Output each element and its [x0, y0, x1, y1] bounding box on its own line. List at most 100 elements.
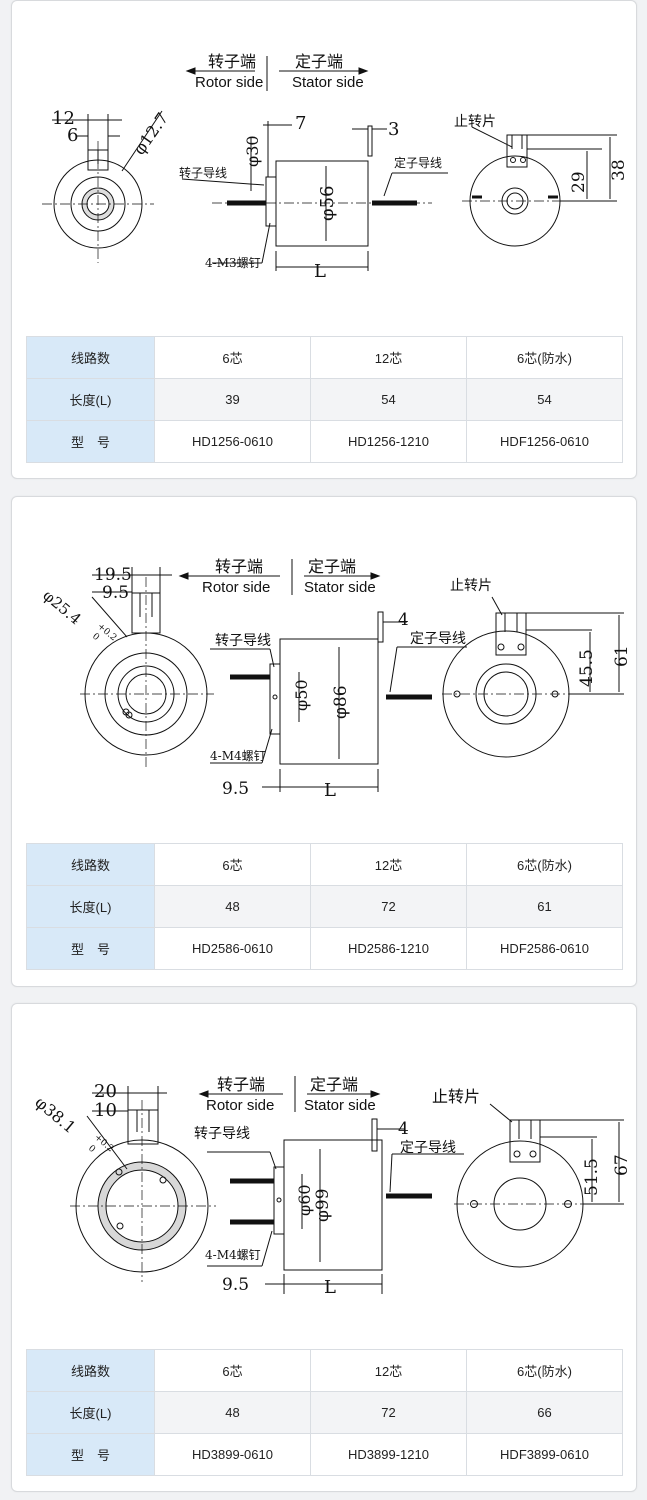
dim-tab-center: 29 — [569, 171, 589, 193]
table-cell: 6芯(防水) — [466, 336, 623, 379]
dim-slot-inner: 10 — [94, 1100, 117, 1121]
stator-side-en: Stator side — [304, 579, 376, 596]
rotor-lead-label: 转子导线 — [194, 1125, 250, 1141]
rotor-side-en: Rotor side — [206, 1097, 274, 1114]
dim-slot-inner: 6 — [67, 125, 78, 146]
product-card-2: 转子端 Rotor side 定子端 Stator side 19.5 9.5 … — [11, 496, 637, 987]
dim-tab-top: 61 — [612, 645, 632, 667]
spec-table-1: 线路数 6芯 12芯 6芯(防水) 长度(L) 39 54 54 型 号 HD1… — [26, 336, 623, 463]
dim-tab-center: 51.5 — [582, 1158, 602, 1196]
dim-body: φ56 — [317, 185, 338, 221]
dim-flange: φ30 — [243, 135, 262, 167]
table-cell: 6芯 — [154, 336, 311, 379]
table-cell: HD3899-0610 — [154, 1433, 311, 1476]
table-cell: HD1256-1210 — [310, 420, 467, 463]
dim-flange-offset: 9.5 — [222, 779, 249, 799]
dim-bore: φ25.4 — [39, 586, 84, 628]
dim-slot-outer: 20 — [94, 1081, 117, 1102]
stator-side-cn: 定子端 — [308, 558, 356, 576]
dim-flange-offset: 9.5 — [222, 1275, 249, 1295]
table-cell: 54 — [310, 378, 467, 421]
dim-bore-tol-upper: +0.2 — [92, 1133, 115, 1155]
rotor-side-cn: 转子端 — [215, 558, 263, 576]
stop-tab-label: 止转片 — [454, 113, 496, 129]
row-header-channels: 线路数 — [26, 336, 155, 379]
rotor-lead-label: 转子导线 — [179, 165, 227, 180]
dim-slot-outer: 19.5 — [94, 565, 132, 585]
row-header-length: 长度(L) — [26, 378, 155, 421]
table-cell: HD3899-1210 — [310, 1433, 467, 1476]
row-header-model: 型 号 — [26, 420, 155, 463]
dim-tab-center: 45.5 — [577, 649, 597, 687]
stop-tab-label: 止转片 — [432, 1088, 480, 1106]
rotor-side-en: Rotor side — [195, 74, 263, 91]
product-card-3: 转子端 Rotor side 定子端 Stator side 20 10 φ38… — [11, 1003, 637, 1492]
row-header-channels: 线路数 — [26, 843, 155, 886]
dim-bore: φ38.1 — [31, 1093, 79, 1138]
table-cell: 12芯 — [310, 843, 467, 886]
row-header-model: 型 号 — [26, 927, 155, 970]
table-cell: HD1256-0610 — [154, 420, 311, 463]
table-cell: 6芯 — [154, 1349, 311, 1392]
screw-label: 4-M4螺钉 — [210, 749, 266, 763]
dim-bore-tol-lower: 0 — [86, 1144, 97, 1156]
technical-drawing-1: 转子端 Rotor side 定子端 Stator side 12 6 φ12.… — [12, 1, 636, 301]
stator-side-cn: 定子端 — [295, 53, 343, 71]
table-cell: 72 — [310, 1391, 467, 1434]
dim-body: φ86 — [331, 685, 351, 719]
drawing-svg-2: 转子端 Rotor side 定子端 Stator side 19.5 9.5 … — [39, 558, 632, 801]
table-cell: 12芯 — [310, 336, 467, 379]
dim-tab-top: 38 — [609, 159, 629, 181]
table-cell: 6芯(防水) — [466, 843, 623, 886]
row-header-channels: 线路数 — [26, 1349, 155, 1392]
stator-side-cn: 定子端 — [310, 1076, 358, 1094]
dim-length: L — [314, 261, 326, 282]
dim-tab-top: 67 — [612, 1154, 632, 1176]
drawing-svg-1: 转子端 Rotor side 定子端 Stator side 12 6 φ12.… — [42, 53, 629, 282]
dim-length: L — [324, 780, 336, 801]
rotor-side-cn: 转子端 — [217, 1076, 265, 1094]
row-header-model: 型 号 — [26, 1433, 155, 1476]
dim-bore: φ12.7 — [130, 109, 172, 158]
table-row: 型 号 HD2586-0610 HD2586-1210 HDF2586-0610 — [26, 927, 623, 970]
table-cell: HD2586-0610 — [154, 927, 311, 970]
dim-flange: φ60 — [295, 1184, 314, 1216]
dim-slot-outer: 12 — [52, 108, 75, 129]
product-card-1: 转子端 Rotor side 定子端 Stator side 12 6 φ12.… — [11, 0, 637, 479]
screw-label: 4-M3螺钉 — [205, 256, 261, 270]
table-row: 线路数 6芯 12芯 6芯(防水) — [26, 843, 623, 886]
dim-length: L — [324, 1277, 336, 1298]
table-row: 型 号 HD3899-0610 HD3899-1210 HDF3899-0610 — [26, 1433, 623, 1476]
row-header-length: 长度(L) — [26, 1391, 155, 1434]
spec-table-3: 线路数 6芯 12芯 6芯(防水) 长度(L) 48 72 66 型 号 HD3… — [26, 1349, 623, 1476]
table-cell: HDF1256-0610 — [466, 420, 623, 463]
table-cell: 48 — [154, 885, 311, 928]
table-cell: 6芯(防水) — [466, 1349, 623, 1392]
table-cell: HDF3899-0610 — [466, 1433, 623, 1476]
table-row: 长度(L) 39 54 54 — [26, 378, 623, 421]
technical-drawing-2: 转子端 Rotor side 定子端 Stator side 19.5 9.5 … — [12, 497, 636, 807]
row-header-length: 长度(L) — [26, 885, 155, 928]
dim-tab-width: 4 — [398, 1119, 409, 1139]
dim-bore-tol-lower: 0 — [90, 632, 101, 644]
table-cell: 72 — [310, 885, 467, 928]
dim-flange-width: 7 — [295, 113, 306, 134]
table-cell: HD2586-1210 — [310, 927, 467, 970]
stator-lead-label: 定子导线 — [394, 155, 442, 170]
dim-tab-width: 3 — [388, 119, 399, 140]
dim-body: φ99 — [313, 1188, 333, 1222]
rotor-side-cn: 转子端 — [208, 53, 256, 71]
table-cell: 48 — [154, 1391, 311, 1434]
stator-lead-label: 定子导线 — [400, 1139, 456, 1155]
screw-label: 4-M4螺钉 — [205, 1248, 261, 1262]
stator-side-en: Stator side — [292, 74, 364, 91]
rotor-lead-label: 转子导线 — [215, 632, 271, 648]
table-cell: 6芯 — [154, 843, 311, 886]
table-row: 线路数 6芯 12芯 6芯(防水) — [26, 336, 623, 379]
dim-tab-width: 4 — [398, 610, 409, 630]
table-row: 线路数 6芯 12芯 6芯(防水) — [26, 1349, 623, 1392]
table-cell: 54 — [466, 378, 623, 421]
stator-side-en: Stator side — [304, 1097, 376, 1114]
spec-table-2: 线路数 6芯 12芯 6芯(防水) 长度(L) 48 72 61 型 号 HD2… — [26, 843, 623, 970]
table-cell: 66 — [466, 1391, 623, 1434]
